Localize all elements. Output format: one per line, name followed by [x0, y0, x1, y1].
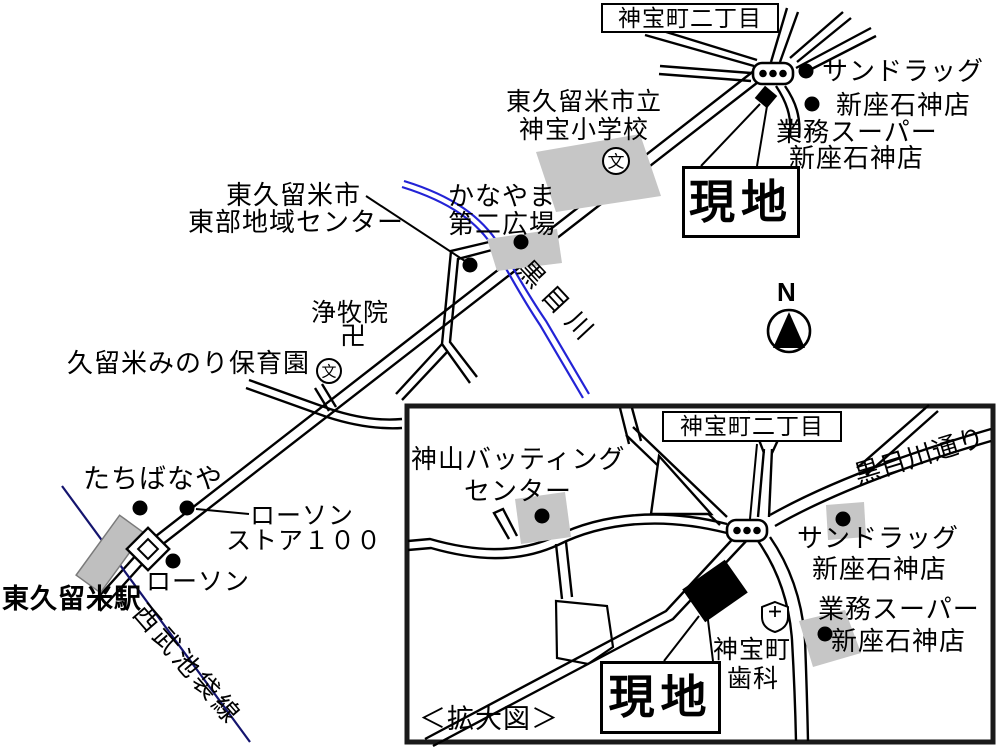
road-north — [769, 7, 789, 63]
dot-inset-sundrug — [835, 511, 851, 527]
inset-landmark-dots — [534, 508, 851, 642]
inset-site-building — [682, 559, 748, 623]
road-joboku — [401, 350, 449, 401]
joboku-temple-label: 浄牧院 — [311, 299, 390, 327]
compass-north-label: N — [777, 277, 797, 307]
inset-sundrug-label-line2: 新座石神店 — [812, 554, 948, 584]
nursery-label: 久留米みのり保育園 — [67, 348, 311, 378]
dot-sundrug — [798, 63, 814, 79]
kanayama-plaza — [487, 229, 562, 271]
dot-community-center — [462, 257, 478, 273]
dot-lawson — [165, 553, 181, 569]
station-road-loop-inner — [136, 537, 160, 561]
temple-manji-icon: 卍 — [340, 321, 368, 351]
sundrug-label-line1: サンドラッグ — [822, 56, 985, 86]
gyomu-super-label-line1: 業務スーパー — [776, 117, 938, 147]
school-label-line1: 東久留米市立 — [506, 88, 663, 116]
road-south-curve — [775, 85, 792, 137]
dot-inset-batting — [534, 508, 550, 524]
dot-inset-gyomu — [817, 626, 833, 642]
school-mark-icon: 文 — [602, 147, 630, 175]
inset-caption: ＜拡大図＞ — [419, 704, 559, 734]
kanayama-label-line1: かなやま — [448, 181, 557, 211]
dot-lawson100 — [179, 500, 195, 516]
road-joboku — [395, 343, 443, 395]
road-northeast-lower — [795, 26, 872, 70]
road-nursery — [245, 386, 403, 430]
road-west — [658, 72, 752, 83]
school-mark-glyph: 文 — [608, 153, 625, 172]
dot-tachibanaya — [132, 500, 148, 516]
road-kanayama — [448, 248, 493, 378]
gyomu-super-label-line2: 新座石神店 — [789, 143, 925, 173]
road-northeast-upper — [796, 17, 852, 63]
sundrug-label-line2: 新座石神店 — [836, 90, 972, 120]
road-nursery-branch — [313, 387, 331, 412]
road-northwest — [644, 33, 755, 68]
site-label-box: 現地 — [682, 166, 800, 238]
inset-leader-lines — [663, 443, 758, 662]
nursery-mark-icon: 文 — [316, 358, 342, 384]
main-intersection-label-box: 神宝町二丁目 — [601, 3, 779, 33]
inset-gyomu-label-line2: 新座石神店 — [831, 626, 967, 656]
inset-traffic-signal-icon — [725, 518, 769, 543]
batting-center-label-line2: センター — [464, 476, 573, 506]
traffic-signal-icon — [751, 61, 795, 86]
lawson100-label-line1: ローソン — [250, 502, 355, 530]
road-west — [659, 64, 752, 75]
road-nursery-branch — [320, 383, 338, 408]
road-kanayama — [440, 240, 490, 384]
hospital-shield-icon — [761, 600, 789, 634]
dot-gyomu-super — [804, 96, 820, 112]
inset-site-label-box: 現地 — [600, 661, 721, 734]
seibu-railway-line — [61, 485, 251, 743]
road-nursery — [248, 378, 403, 421]
station-label: 東久留米駅 — [2, 584, 142, 614]
inset-road-island — [649, 453, 714, 516]
community-center-label-line1: 東久留米市 — [226, 180, 362, 210]
inset-gyomu-label-line1: 業務スーパー — [818, 594, 980, 624]
lawson100-label-line2: ストア１００ — [226, 527, 383, 555]
inset-block-outline — [554, 599, 615, 666]
dot-kanayama-plaza — [513, 234, 529, 250]
leader-lines — [195, 103, 768, 515]
road-northeast-upper — [789, 11, 844, 59]
station-building — [75, 514, 145, 594]
dental-label-line1: 神宝町 — [713, 636, 792, 664]
tachibanaya-label: たちばなや — [83, 464, 223, 494]
kanayama-label-line2: 第二広場 — [448, 209, 557, 239]
dental-label-line2: 歯科 — [727, 665, 780, 693]
site-marker-diamond — [754, 85, 778, 109]
community-center-label-line2: 東部地域センター — [188, 207, 405, 237]
nursery-mark-glyph: 文 — [321, 364, 336, 381]
school-label-line2: 神宝小学校 — [519, 116, 650, 144]
inset-intersection-label-box: 神宝町二丁目 — [662, 411, 842, 442]
school-building — [536, 134, 661, 212]
inset-sundrug-label-line1: サンドラッグ — [797, 523, 960, 553]
batting-center-label-line1: 神山バッティング — [411, 444, 626, 474]
compass-icon — [766, 308, 812, 354]
road-north — [778, 11, 800, 63]
lawson-label: ローソン — [146, 568, 251, 596]
road-south-curve — [784, 85, 801, 139]
landmark-dots — [132, 63, 820, 569]
